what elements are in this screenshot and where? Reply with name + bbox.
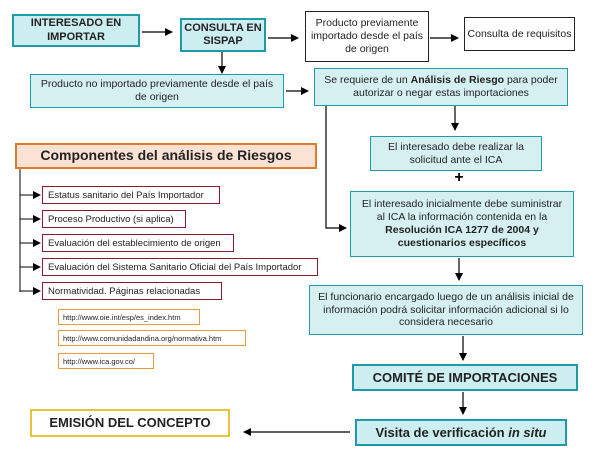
producto-no-importado-box: Producto no importado previamente desde … bbox=[30, 74, 284, 108]
componente-item-3: Evaluación del Sistema Sanitario Oficial… bbox=[42, 258, 318, 276]
consulta-requisitos-label: Consulta de requisitos bbox=[467, 27, 572, 40]
suministrar-box: El interesado inicialmente debe suminist… bbox=[350, 191, 574, 257]
componente-item-2: Evaluación del establecimiento de origen bbox=[42, 234, 234, 252]
plus-sign: + bbox=[454, 169, 464, 186]
link-ica[interactable]: http://www.ica.gov.co/ bbox=[58, 353, 154, 369]
visita-text: Visita de verificación in situ bbox=[375, 424, 547, 440]
interesado-box: INTERESADO EN IMPORTAR bbox=[12, 14, 140, 47]
solicitud-label: El interesado debe realizar la solicitud… bbox=[388, 140, 524, 166]
suministrar-text: El interesado inicialmente debe suminist… bbox=[361, 198, 563, 249]
consulta-sispap-box: CONSULTA EN SISPAP bbox=[180, 18, 266, 52]
funcionario-label: El funcionario encargado luego de un aná… bbox=[318, 290, 574, 329]
consulta-sispap-label: CONSULTA EN SISPAP bbox=[184, 21, 262, 47]
producto-no-importado-label: Producto no importado previamente desde … bbox=[40, 78, 274, 103]
analisis-riesgo-box: Se requiere de un Análisis de Riesgo par… bbox=[314, 68, 568, 106]
link-oie[interactable]: http://www.oie.int/esp/es_index.htm bbox=[58, 309, 200, 325]
visita-box: Visita de verificación in situ bbox=[355, 419, 567, 446]
componente-item-4: Normatividad. Páginas relacionadas bbox=[42, 282, 222, 300]
componentes-title: Componentes del análisis de Riesgos bbox=[40, 147, 292, 164]
comite-label: COMITÉ DE IMPORTACIONES bbox=[372, 369, 558, 385]
componente-item-0: Estatus sanitario del País Importador bbox=[42, 186, 220, 204]
analisis-riesgo-text: Se requiere de un Análisis de Riesgo par… bbox=[324, 74, 558, 99]
funcionario-box: El funcionario encargado luego de un aná… bbox=[309, 285, 583, 335]
consulta-requisitos-box: Consulta de requisitos bbox=[464, 17, 575, 51]
producto-importado-box: Producto previamente importado desde el … bbox=[305, 11, 429, 62]
producto-importado-label: Producto previamente importado desde el … bbox=[310, 17, 424, 55]
emision-label: EMISIÓN DEL CONCEPTO bbox=[49, 415, 211, 431]
arrow-analisis-to-suministrar bbox=[325, 106, 347, 232]
comite-box: COMITÉ DE IMPORTACIONES bbox=[352, 364, 578, 391]
interesado-label: INTERESADO EN IMPORTAR bbox=[30, 17, 122, 43]
emision-box: EMISIÓN DEL CONCEPTO bbox=[30, 409, 230, 437]
link-comunidadandina[interactable]: http://www.comunidadandina.org/normativa… bbox=[58, 330, 246, 346]
solicitud-box: El interesado debe realizar la solicitud… bbox=[370, 136, 542, 171]
componentes-title-box: Componentes del análisis de Riesgos bbox=[15, 143, 317, 169]
componente-item-1: Proceso Productivo (si aplica) bbox=[42, 210, 186, 228]
